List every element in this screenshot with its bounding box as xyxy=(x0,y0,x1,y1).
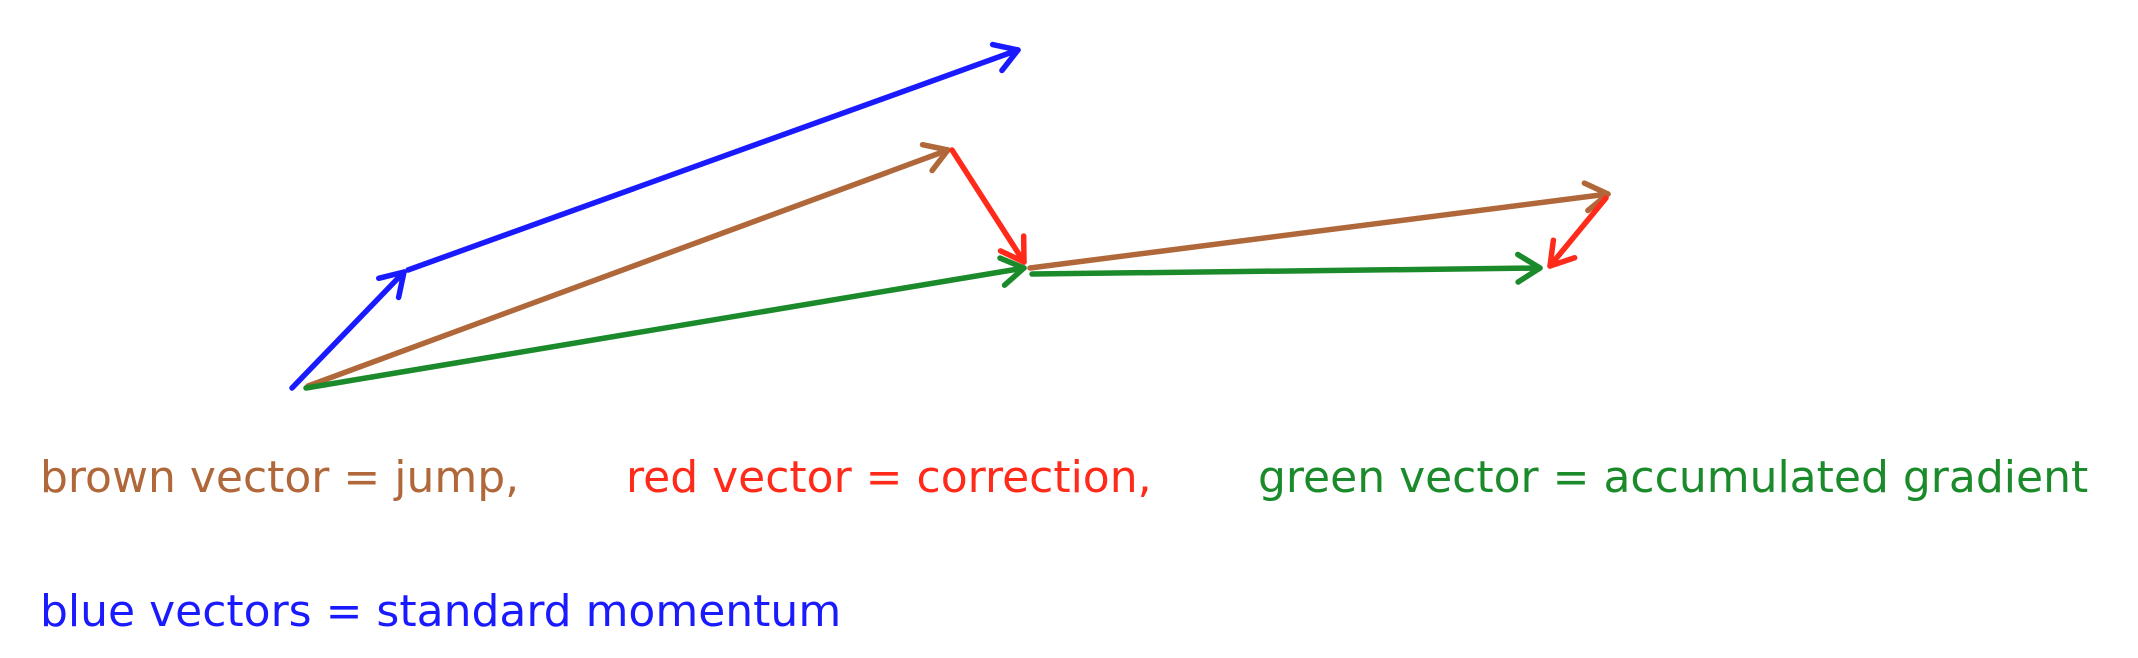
green-second-accumulated-vector-shaft xyxy=(1029,265,1543,277)
red-first-correction-vector-shaft xyxy=(949,147,1027,265)
red-second-correction-vector-arrowhead xyxy=(1547,237,1578,269)
red-first-correction-vector xyxy=(949,147,1027,265)
green-first-accumulated-vector xyxy=(303,255,1027,391)
red-second-correction-vector-shaft xyxy=(1547,195,1609,269)
brown-second-jump-vector xyxy=(1027,180,1611,271)
blue-first-step-vector-shaft xyxy=(289,269,407,391)
vector-layer xyxy=(289,41,1611,391)
blue-first-step-vector-arrowhead xyxy=(376,269,407,301)
green-second-accumulated-vector-arrowhead xyxy=(1515,251,1543,285)
brown-second-jump-vector-shaft xyxy=(1027,191,1611,271)
legend-brown-jump: brown vector = jump, xyxy=(40,452,520,503)
brown-first-jump-vector-arrowhead xyxy=(919,141,951,174)
red-second-correction-vector xyxy=(1547,195,1609,269)
brown-first-jump-vector xyxy=(305,141,951,389)
brown-second-jump-vector-arrowhead xyxy=(1581,180,1611,214)
green-first-accumulated-vector-arrowhead xyxy=(997,255,1027,288)
blue-long-momentum-vector-shaft xyxy=(405,47,1021,273)
green-first-accumulated-vector-shaft xyxy=(303,265,1027,391)
green-second-accumulated-vector xyxy=(1029,251,1543,285)
blue-first-step-vector xyxy=(289,269,407,391)
legend-green-accumulated-gradient: green vector = accumulated gradient xyxy=(1258,452,2089,503)
blue-long-momentum-vector-arrowhead xyxy=(989,41,1021,74)
blue-long-momentum-vector xyxy=(405,41,1021,273)
legend-blue-standard-momentum: blue vectors = standard momentum xyxy=(40,586,842,637)
red-first-correction-vector-arrowhead xyxy=(997,233,1027,265)
brown-first-jump-vector-shaft xyxy=(305,147,951,389)
legend-red-correction: red vector = correction, xyxy=(626,452,1152,503)
